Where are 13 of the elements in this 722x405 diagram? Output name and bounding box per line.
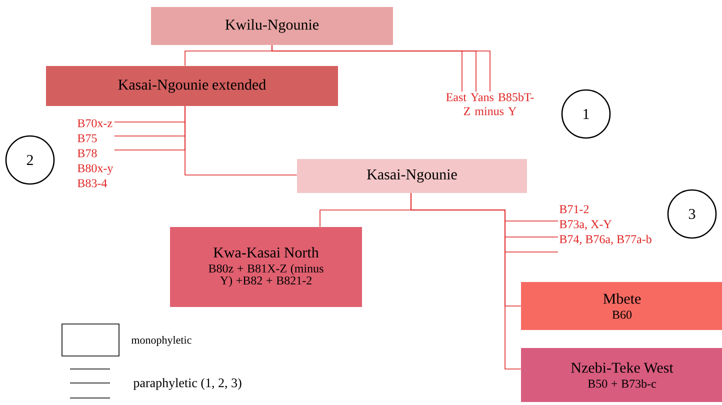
language-list: B71-2 B73a, X-Y B74, B76a, B77a-b bbox=[560, 205, 652, 245]
tree-branch bbox=[184, 106, 298, 176]
legend-label: paraphyletic (1, 2, 3) bbox=[133, 378, 242, 390]
clade-box: Kasai-Ngounie bbox=[297, 159, 527, 193]
group-label: East Yans B85bT-Z minus Y bbox=[446, 92, 534, 116]
clade-box: Kasai-Ngounie extended bbox=[46, 66, 338, 106]
language-list: B70x-z B75 B78 B80x-y B83-4 bbox=[78, 119, 114, 188]
legend-label: monophyletic bbox=[131, 336, 192, 346]
clade-box: Mbete B60 bbox=[521, 282, 722, 330]
clade-box: Kwilu-Ngounie bbox=[151, 7, 393, 45]
tree-branch bbox=[410, 192, 522, 370]
clade-box: Nzebi-Teke West B50 + B73b-c bbox=[521, 348, 722, 402]
clade-box: Kwa-Kasai North B80z + B81X-Z (minus Y) +B82 + B821-2 bbox=[170, 227, 362, 307]
